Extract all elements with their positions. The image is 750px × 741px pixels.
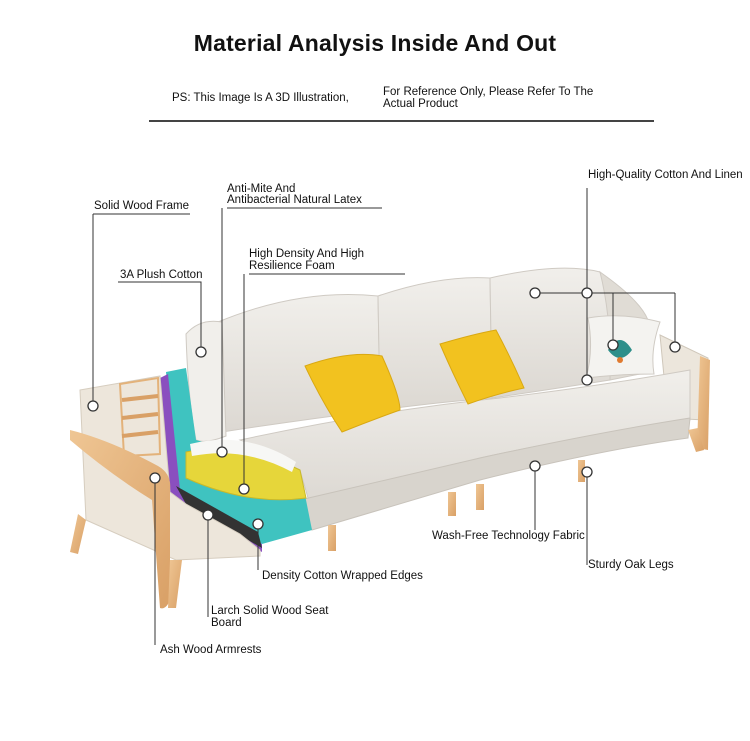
left-frame-slats bbox=[118, 376, 162, 458]
yellow-pillow-2 bbox=[439, 329, 525, 405]
leg-1 bbox=[328, 525, 336, 551]
note-left: PS: This Image Is A 3D Illustration, bbox=[172, 92, 349, 104]
leg-5 bbox=[688, 428, 704, 452]
label-latex-line2: Antibacterial Natural Latex bbox=[227, 194, 362, 206]
right-armrest-wood bbox=[697, 356, 710, 450]
note-right-line2: Actual Product bbox=[383, 98, 458, 110]
label-oak-legs: Sturdy Oak Legs bbox=[588, 559, 674, 571]
label-wash-free-fabric: Wash-Free Technology Fabric bbox=[432, 530, 585, 542]
callout-dots bbox=[87, 287, 681, 530]
label-seat-board-line1: Larch Solid Wood Seat bbox=[211, 605, 329, 617]
leg-3 bbox=[476, 484, 484, 510]
left-leg-side bbox=[168, 560, 182, 608]
page-title: Material Analysis Inside And Out bbox=[193, 30, 557, 56]
printed-pillow-dot bbox=[617, 357, 623, 363]
label-plush-cotton: 3A Plush Cotton bbox=[120, 269, 203, 281]
label-cotton-linen: High-Quality Cotton And Linen bbox=[588, 169, 743, 181]
ash-armrest-wood bbox=[70, 430, 171, 609]
leg-2 bbox=[448, 492, 456, 516]
label-solid-wood-frame: Solid Wood Frame bbox=[94, 200, 190, 212]
left-armrest-panel bbox=[79, 375, 261, 561]
label-foam-line1: High Density And High bbox=[249, 248, 365, 260]
leader-lines bbox=[92, 188, 676, 645]
note-right-line1: For Reference Only, Please Refer To The bbox=[383, 86, 594, 98]
left-leg-front bbox=[70, 514, 86, 554]
label-wrapped-edges: Density Cotton Wrapped Edges bbox=[262, 570, 423, 582]
label-ash-armrests: Ash Wood Armrests bbox=[160, 644, 262, 656]
label-seat-board-line2: Board bbox=[211, 617, 242, 629]
label-foam-line2: Resilience Foam bbox=[249, 260, 335, 272]
seat-board-cut bbox=[176, 486, 262, 548]
label-latex-line1: Anti-Mite And bbox=[227, 183, 296, 195]
header-divider bbox=[149, 120, 654, 122]
yellow-pillow-1 bbox=[304, 353, 401, 433]
latex-layer bbox=[190, 439, 296, 472]
